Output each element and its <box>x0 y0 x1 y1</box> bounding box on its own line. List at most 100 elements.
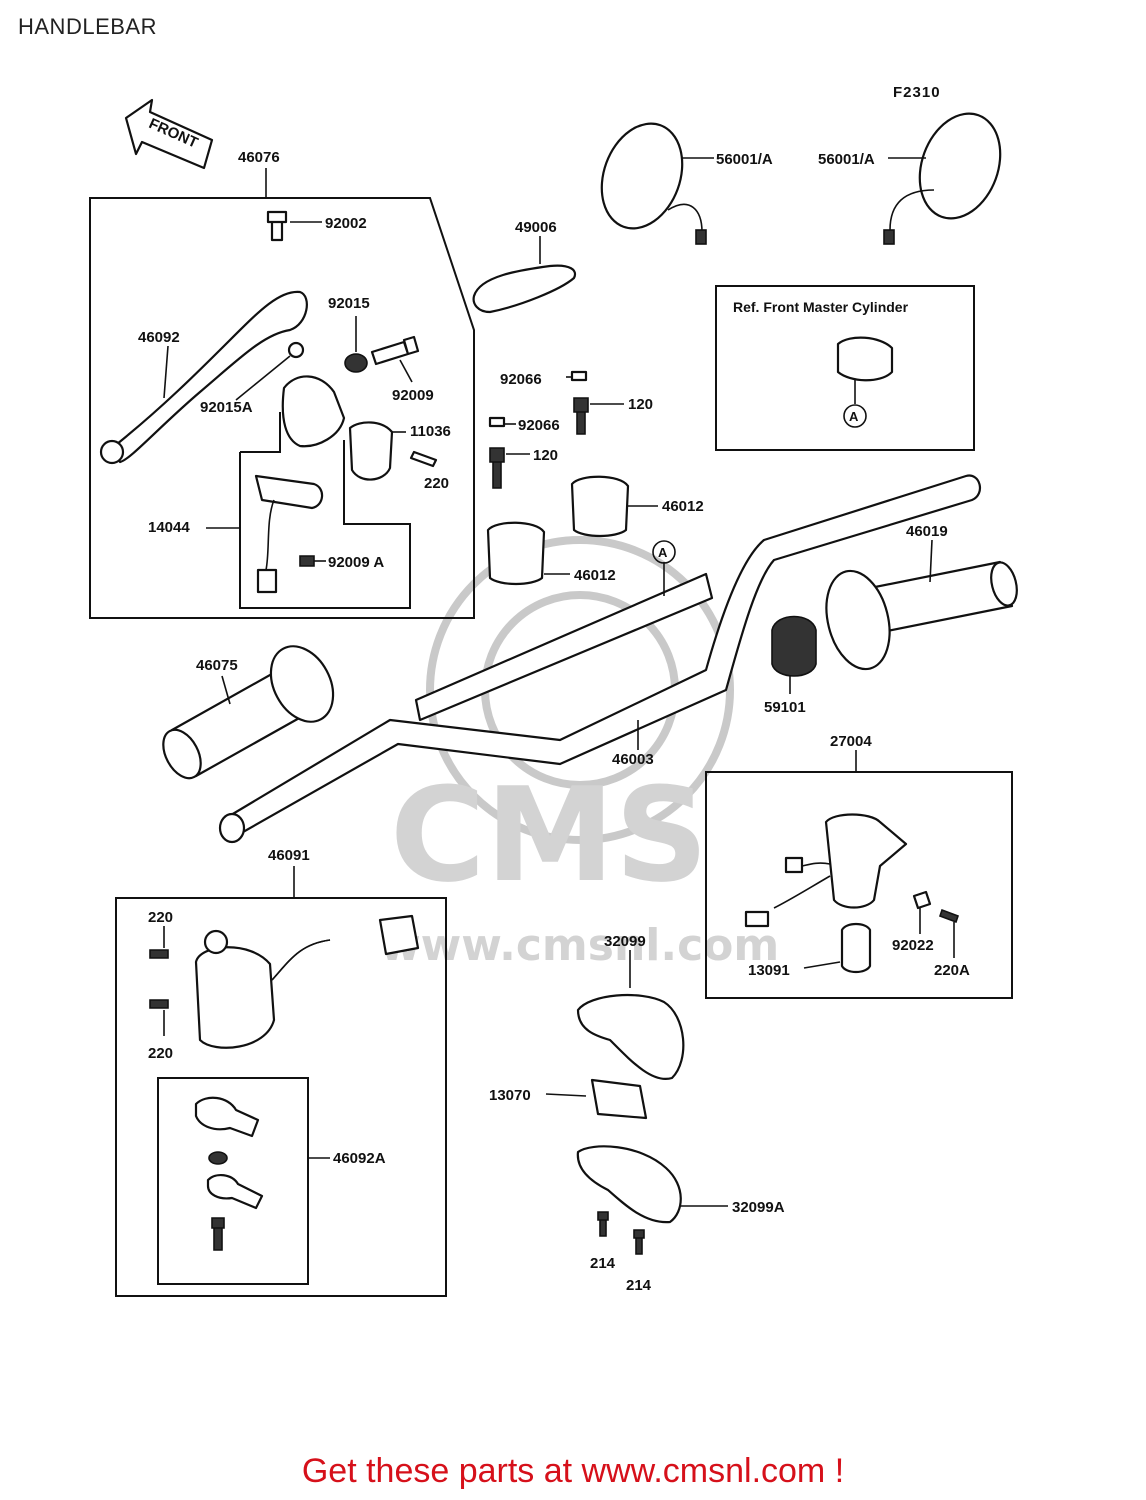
part-label-59101: 59101 <box>764 699 806 716</box>
screw-icon <box>633 1229 645 1255</box>
part-label-11036: 11036 <box>410 423 451 440</box>
handlebar-tube-icon <box>224 474 982 838</box>
assembly-box-46076 <box>89 197 475 619</box>
part-label-14044: 14044 <box>148 519 190 536</box>
part-label-214-b: 214 <box>626 1277 652 1294</box>
bolt-icon <box>266 210 288 242</box>
part-label-46003: 46003 <box>612 751 654 768</box>
part-label-120-a: 120 <box>628 396 653 413</box>
part-label-92066-b: 92066 <box>518 417 560 434</box>
screw-icon <box>409 450 438 468</box>
lever-bracket-icon <box>194 1096 260 1138</box>
left-mirror-icon <box>600 122 684 230</box>
part-label-120-b: 120 <box>533 447 558 464</box>
pivot-bolt-icon <box>370 335 420 366</box>
washer-icon <box>208 1151 228 1165</box>
part-label-92002: 92002 <box>325 215 367 232</box>
lower-switch-housing-icon <box>576 1145 682 1224</box>
page-title: HANDLEBAR <box>18 14 157 39</box>
ref-marker-circle <box>843 404 867 428</box>
right-mirror-icon <box>918 112 1002 220</box>
switch-subassembly-box <box>239 412 411 609</box>
bracket-icon <box>912 890 932 910</box>
handlebar-holders: 46012 46012 <box>486 475 704 586</box>
part-label-49006: 49006 <box>515 219 557 236</box>
part-label-32099: 32099 <box>604 933 646 950</box>
watermark-url: www.cmsnl.com <box>380 920 779 971</box>
footer-link-text[interactable]: Get these parts at www.cmsnl.com ! <box>301 1452 845 1490</box>
ref-note-text: Ref. Front Master Cylinder <box>733 299 909 315</box>
part-label-46092A: 46092A <box>333 1150 386 1167</box>
assembly-box-46091 <box>115 897 447 1297</box>
part-label-32099A: 32099A <box>732 1199 785 1216</box>
lever-cover-part: 49006 <box>472 219 577 314</box>
upper-holder-icon <box>570 475 630 538</box>
switch-housing-icon <box>824 813 908 909</box>
clutch-lever-icon <box>110 290 308 464</box>
clamp-icon <box>348 421 394 481</box>
right-switch-housing-parts: 32099 13070 32099A 214 214 <box>489 933 785 1294</box>
lever-icon <box>206 1174 264 1210</box>
screw-icon <box>299 555 315 567</box>
ref-marker-a: A <box>849 409 859 424</box>
bolt-icon <box>570 370 588 382</box>
screw-icon <box>597 1211 609 1237</box>
part-label-46012-b: 46012 <box>574 567 616 584</box>
left-switch-housing-assembly: 46091 220 220 46092A <box>115 847 447 1297</box>
crossbar-icon <box>414 572 714 722</box>
lever-holder-icon <box>281 375 346 448</box>
cable-pulley-icon <box>771 615 817 677</box>
switch-icon <box>590 1078 648 1120</box>
part-label-220-top: 220 <box>424 475 449 492</box>
front-direction-arrow: FRONT <box>124 98 214 170</box>
part-label-92009: 92009 <box>392 387 434 404</box>
part-label-92015A: 92015A <box>200 399 253 416</box>
part-label-214-a: 214 <box>590 1255 616 1272</box>
bar-end-icon <box>218 812 246 844</box>
upper-switch-housing-icon <box>576 993 685 1081</box>
assembly-box-27004 <box>705 771 1013 999</box>
part-label-13070: 13070 <box>489 1087 531 1104</box>
part-label-92009A: 92009 A <box>328 554 384 571</box>
part-label-46091: 46091 <box>268 847 310 864</box>
part-label-220-left-top: 220 <box>148 909 173 926</box>
part-label-46092: 46092 <box>138 329 180 346</box>
figure-code: F2310 <box>893 84 941 101</box>
part-label-220A: 220A <box>934 962 970 979</box>
starter-switch-icon <box>254 474 324 510</box>
part-label-92022: 92022 <box>892 937 934 954</box>
bolt-icon <box>211 1217 225 1251</box>
connector-icon <box>378 914 420 956</box>
connector-icon <box>744 910 770 928</box>
part-label-56001A-left: 56001/A <box>716 151 773 168</box>
clutch-lever-assembly: 46076 92002 46092 92015A 92015 92009 <box>89 149 475 619</box>
screw-icon <box>149 999 169 1009</box>
lever-subassembly-box <box>157 1077 309 1285</box>
clamp-bolts: 92066 120 92066 120 <box>488 370 653 489</box>
switch-clamp-icon <box>840 922 872 974</box>
cover-icon <box>472 264 577 314</box>
throttle-grip-part: 46019 59101 <box>764 523 1018 716</box>
switch-connector-icon <box>256 568 278 594</box>
part-label-220-left-bottom: 220 <box>148 1045 173 1062</box>
cms-watermark: CMS www.cmsnl.com <box>380 536 779 971</box>
nut-icon <box>344 353 368 373</box>
screw-icon <box>938 908 960 924</box>
connector-icon <box>784 856 804 874</box>
ignition-switch-assembly: 27004 13091 92022 220A <box>705 733 1013 999</box>
bolt-icon <box>489 447 505 489</box>
part-label-56001A-right: 56001/A <box>818 151 875 168</box>
watermark-brand: CMS <box>390 759 708 911</box>
ref-box <box>715 285 975 451</box>
bolt-icon <box>573 397 589 435</box>
left-grip-part: 46075 <box>162 645 335 780</box>
master-cylinder-reference: Ref. Front Master Cylinder A <box>715 285 975 451</box>
part-label-46019: 46019 <box>906 523 948 540</box>
master-cylinder-clamp-icon <box>836 336 894 382</box>
part-label-46012-a: 46012 <box>662 498 704 515</box>
mirrors: 56001/A 56001/A <box>600 112 1002 245</box>
upper-holder-icon <box>486 521 546 586</box>
part-label-46075: 46075 <box>196 657 238 674</box>
